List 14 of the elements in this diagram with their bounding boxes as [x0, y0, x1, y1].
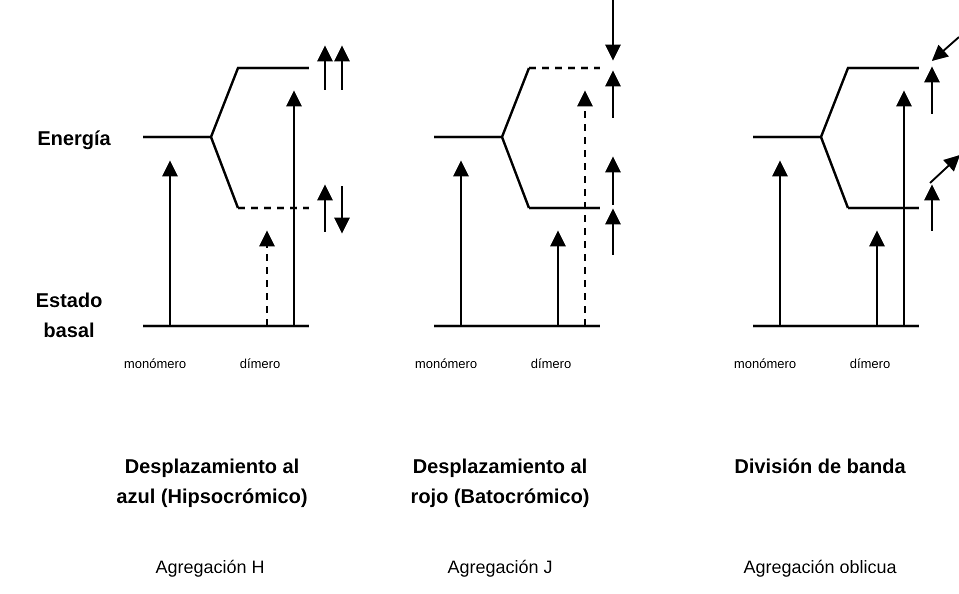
level-label: dímero	[530, 356, 572, 372]
axis-label: Estado basal	[34, 289, 104, 344]
panel-title: División de banda	[733, 455, 907, 480]
axis-label: Energía	[36, 127, 112, 152]
panel-title: Desplazamiento al azul (Hipsocrómico)	[115, 455, 309, 510]
panel-subtitle: Agregación oblicua	[742, 557, 898, 579]
panel-subtitle: Agregación H	[154, 557, 266, 579]
level-label: monómero	[414, 356, 478, 372]
level-label: monómero	[122, 356, 188, 372]
level-label: dímero	[238, 356, 282, 372]
panel-title: Desplazamiento al rojo (Batocrómico)	[410, 455, 590, 510]
level-label: dímero	[848, 356, 892, 372]
panel-subtitle: Agregación J	[446, 557, 554, 579]
level-label: monómero	[732, 356, 798, 372]
